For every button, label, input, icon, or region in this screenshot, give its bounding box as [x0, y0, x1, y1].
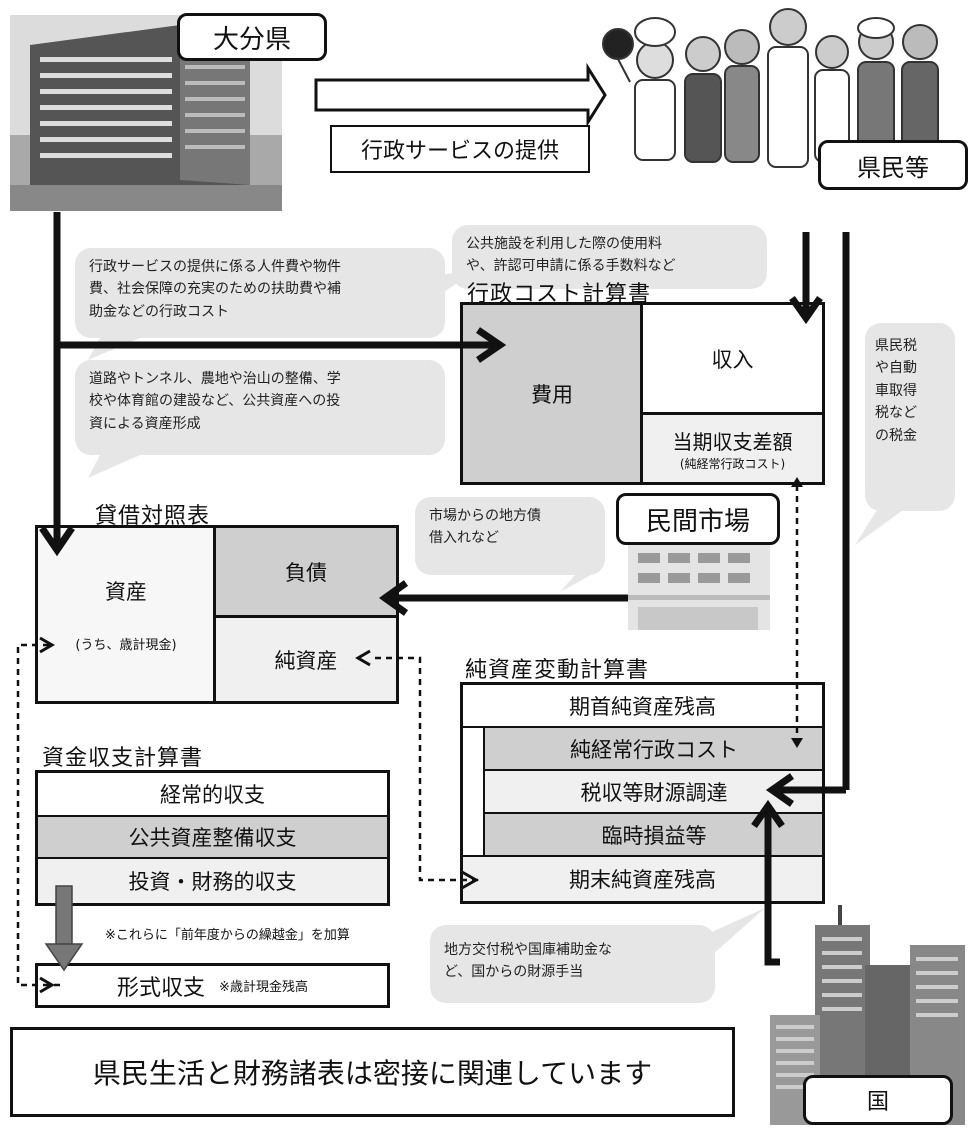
debt-bubble: 市場からの地方債 借入れなど: [415, 497, 605, 575]
assets-cell: 資産 (うち、歳計現金): [37, 527, 215, 702]
grant-arrowhead: [751, 799, 785, 829]
expense-cell: 費用: [462, 304, 642, 483]
cost-bubble: 行政サービスの提供に係る人件費や物件 費、社会保障の充実のための扶助費や補 助金…: [75, 248, 445, 338]
net-assets-row-5: 期末純資産残高: [462, 856, 823, 902]
net-assets-statement-title: 純資産変動計算書: [465, 658, 650, 683]
balance-note: (純経常行政コスト): [679, 456, 786, 471]
carryover-note: ※これらに「前年度からの繰越金」を加算: [105, 928, 350, 943]
balance-label: 当期収支差額: [672, 429, 793, 454]
prefecture-label: 大分県: [177, 13, 327, 61]
market-label: 民間市場: [616, 493, 780, 545]
assets-label: 資産: [105, 580, 147, 604]
net-assets-cell: 純資産: [215, 617, 397, 702]
assets-note: (うち、歳計現金): [75, 638, 177, 653]
cash-flow-statement-title: 資金収支計算書: [42, 746, 204, 771]
liabilities-cell: 負債: [215, 527, 397, 617]
formal-balance-note: ※歳計現金残高: [219, 980, 308, 995]
asset-arrowhead: [39, 526, 75, 557]
residents-label: 県民等: [818, 140, 968, 190]
tax-arrowhead: [765, 773, 795, 807]
taxes-bubble: 県民税 や自動 車取得 税など の税金: [865, 323, 955, 511]
grants-bubble: 地方交付税や国庫補助金な ど、国からの財源手当: [430, 925, 715, 1003]
expense-arrowhead: [476, 327, 507, 363]
service-label: 行政サービスの提供: [330, 125, 590, 173]
cash-flow-row-1: 経常的収支: [37, 772, 388, 816]
revenue-cell: 収入: [642, 304, 823, 414]
fees-bubble: 公共施設を利用した際の使用料 や、許認可申請に係る手数料など: [452, 225, 767, 289]
residents-illustration: [590, 2, 970, 192]
service-arrow: [314, 62, 607, 128]
cash-flow-row-2: 公共資産整備収支: [37, 816, 388, 858]
liability-arrowhead: [378, 580, 409, 616]
balance-sheet-title: 貸借対照表: [95, 504, 211, 529]
market-building-illustration: [628, 545, 770, 630]
balance-sheet-frame: [35, 525, 399, 704]
country-label: 国: [803, 1075, 953, 1125]
cash-flow-row-3: 投資・財務的収支: [37, 858, 388, 904]
net-assets-row-2: 純経常行政コスト: [485, 727, 823, 770]
cash-flow-frame: [35, 770, 390, 906]
formal-balance-label: 形式収支: [117, 975, 206, 1001]
revenue-arrowhead: [789, 295, 823, 325]
net-assets-row-1: 期首純資産残高: [462, 684, 823, 727]
balance-cell: 当期収支差額 (純経常行政コスト): [642, 414, 823, 483]
assets-bubble: 道路やトンネル、農地や治山の整備、学 校や体育館の建設など、公共資産への投 資に…: [75, 360, 445, 455]
footer-message: 県民生活と財務諸表は密接に関連しています: [10, 1027, 735, 1117]
